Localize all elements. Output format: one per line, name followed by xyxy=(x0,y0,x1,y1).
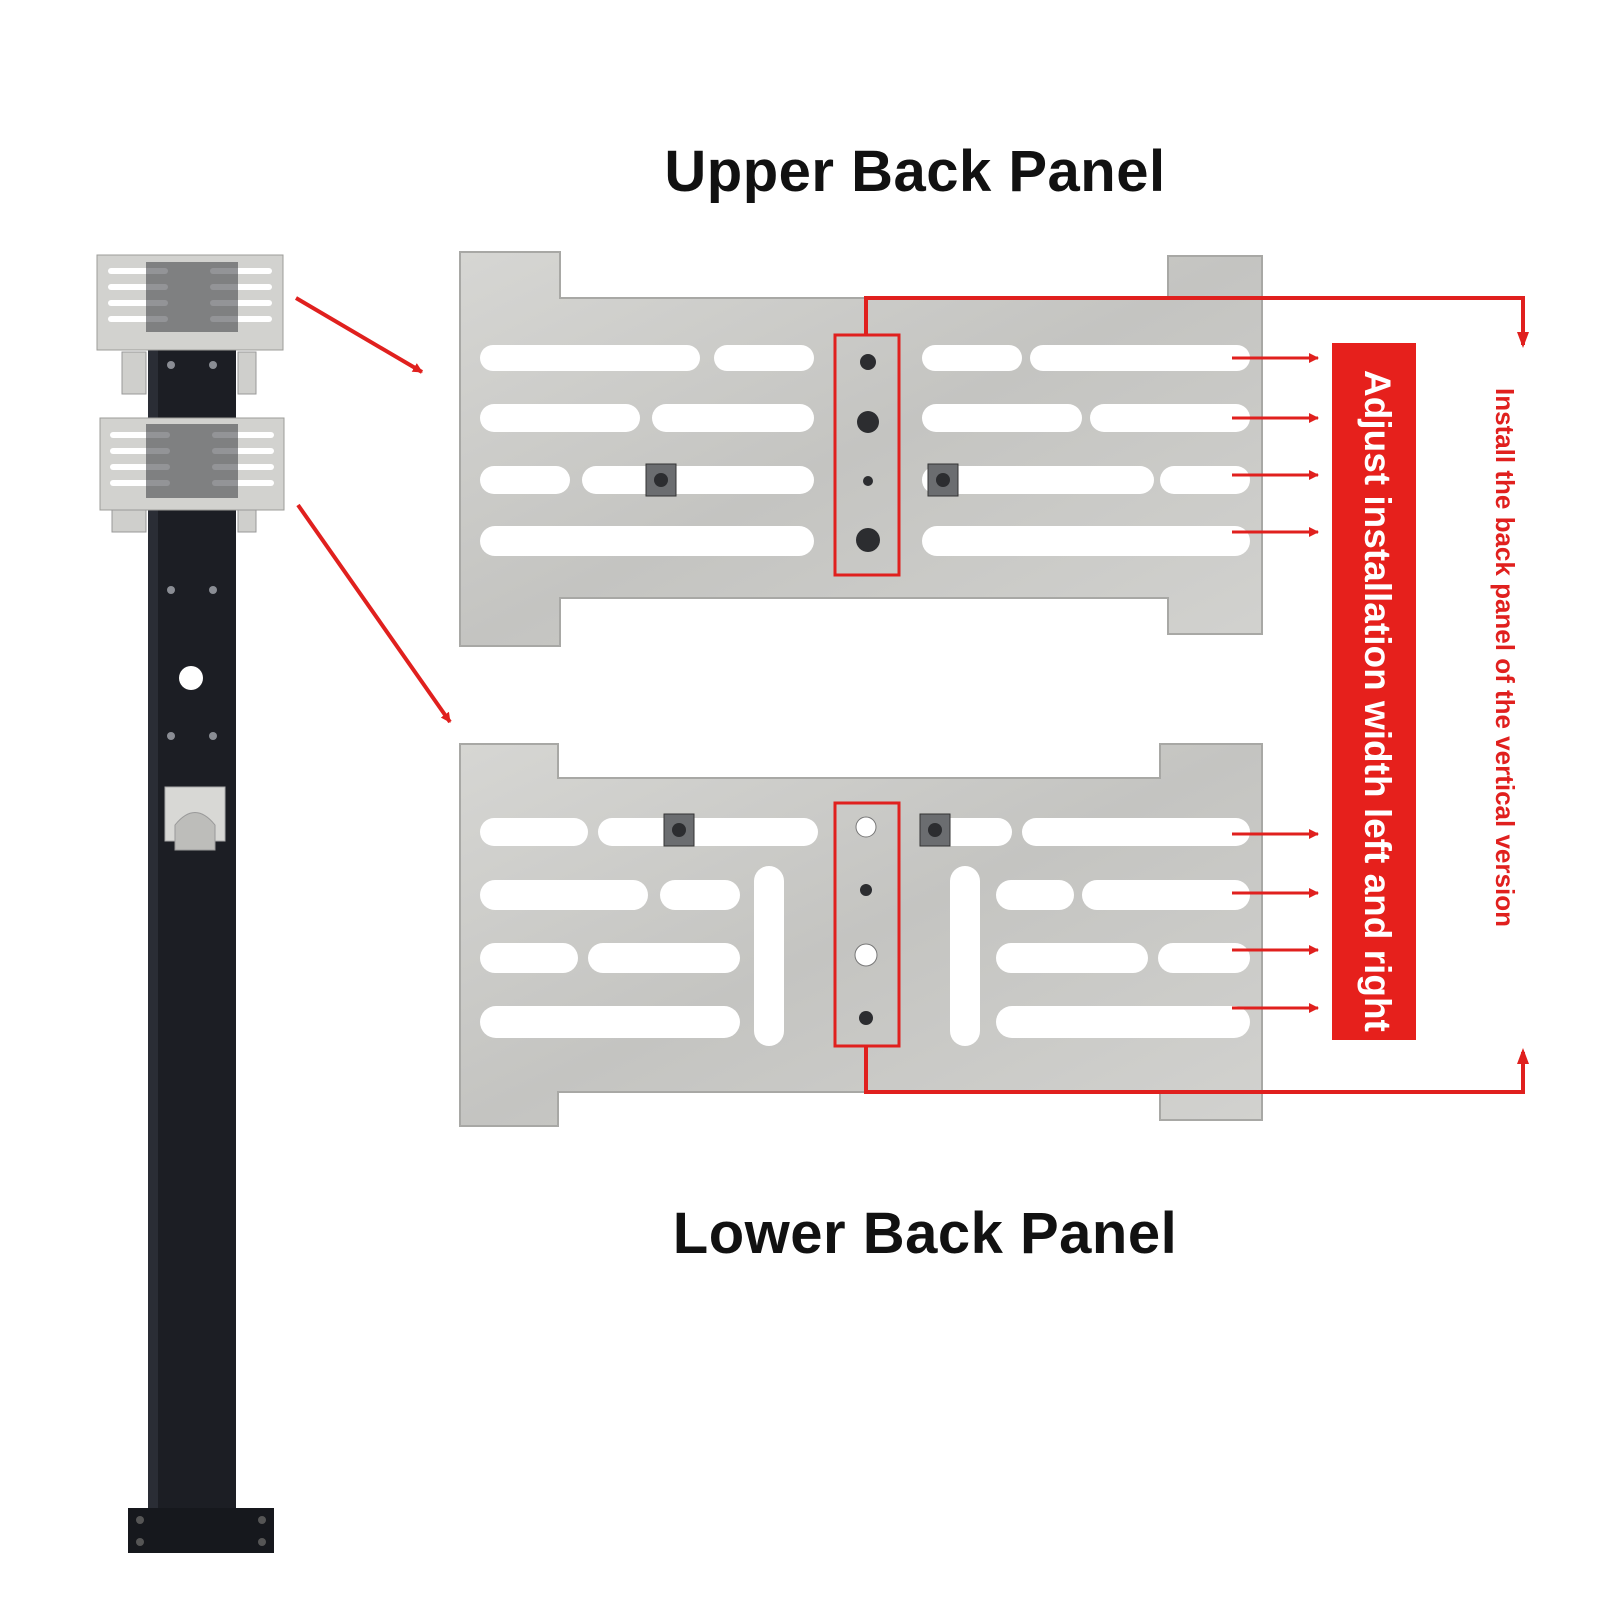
width-adjust-arrows xyxy=(1232,353,1319,1013)
cable-hook-icon xyxy=(164,786,226,851)
lower-back-panel-title: Lower Back Panel xyxy=(672,1201,1178,1266)
post-lower-bracket xyxy=(99,417,285,533)
adjust-width-badge xyxy=(1332,343,1416,1040)
post-upper-bracket xyxy=(96,254,284,395)
adjust-width-label: Adjust installation width left and right xyxy=(1357,370,1398,1032)
upper-back-panel xyxy=(459,251,1263,647)
vertical-install-label: Install the back panel of the vertical v… xyxy=(1490,388,1520,927)
lower-back-panel xyxy=(459,743,1263,1127)
cable-hole xyxy=(179,666,203,690)
upper-back-panel-title: Upper Back Panel xyxy=(664,139,1166,204)
base-plate xyxy=(128,1508,274,1553)
vertical-install-bracket xyxy=(864,296,1525,1094)
arrow-to-upper-panel xyxy=(294,296,424,374)
arrow-to-lower-panel xyxy=(296,503,452,724)
